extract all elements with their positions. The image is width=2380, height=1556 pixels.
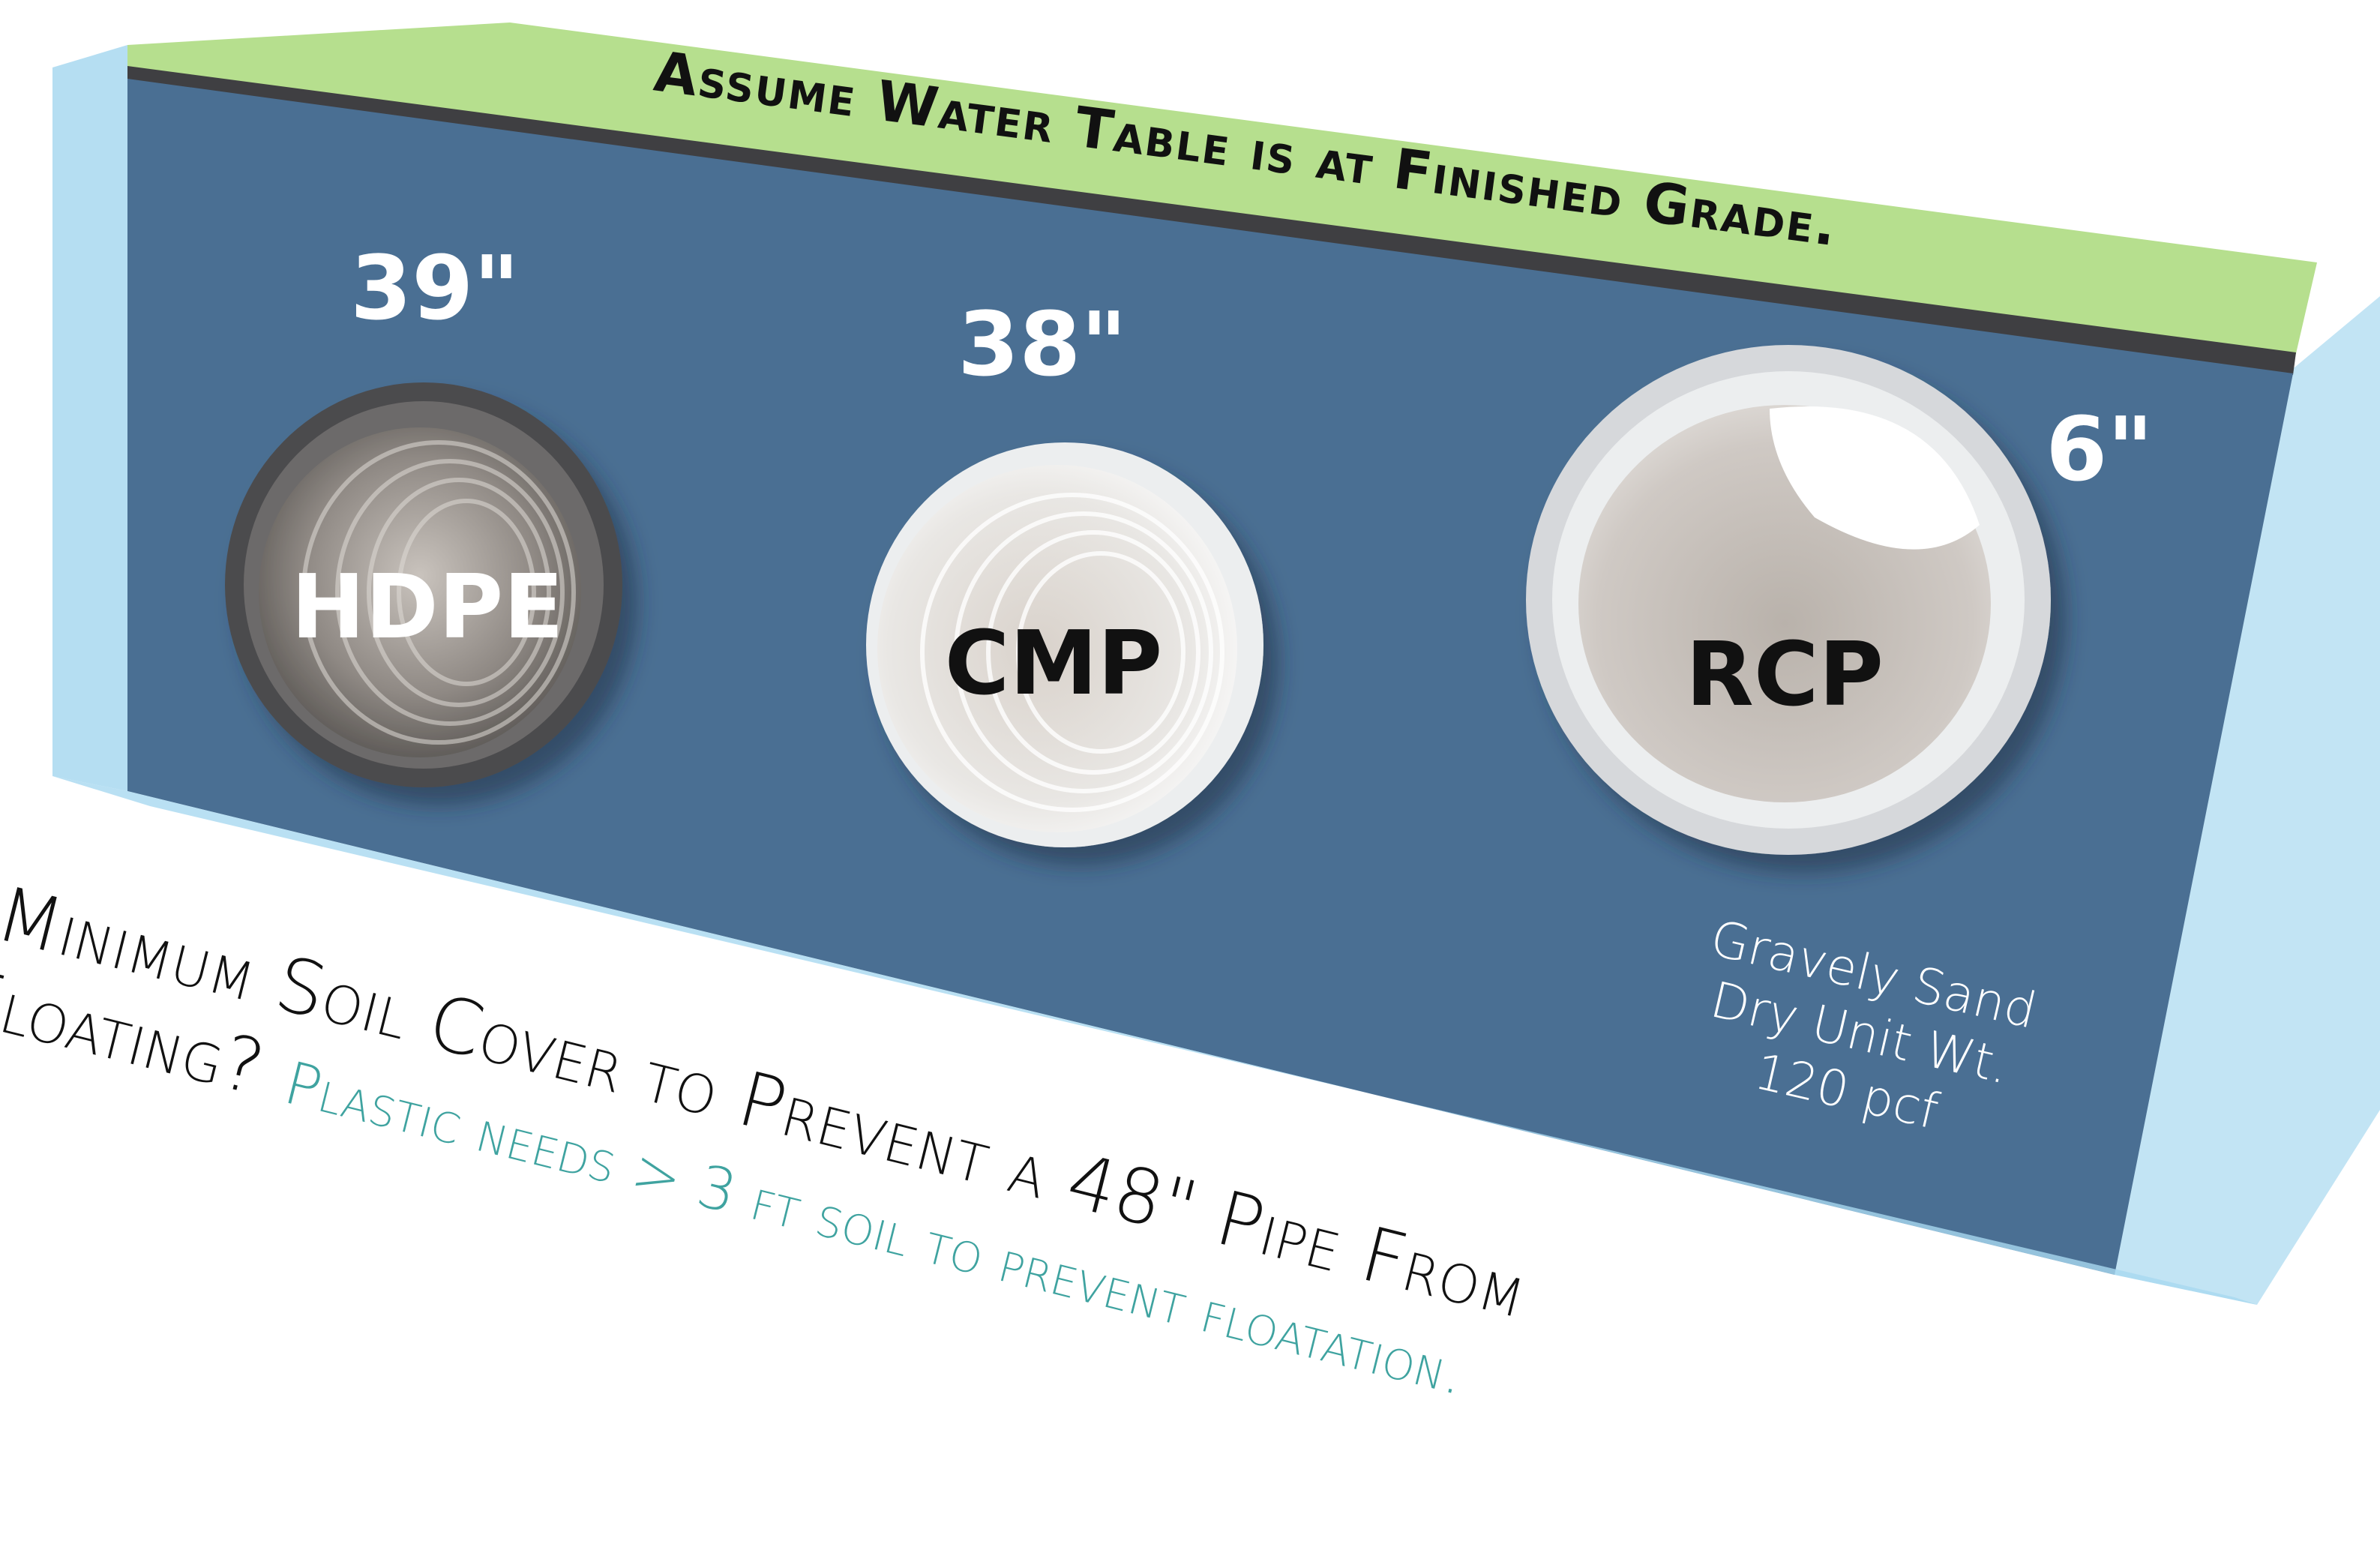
finished-grade-strip — [127, 22, 2317, 360]
hdpe-pipe — [225, 382, 622, 787]
rcp-pipe — [1526, 345, 2051, 855]
finished-grade-edge — [127, 66, 2296, 375]
cmp-pipe — [866, 442, 1263, 847]
hdpe-label: HDPE — [291, 555, 564, 658]
rcp-cover-value: 6" — [2046, 397, 2154, 501]
water-front-face — [52, 776, 2257, 1305]
rcp-label: RCP — [1686, 622, 1884, 726]
hdpe-cover-value: 39" — [350, 236, 520, 340]
water-left-face — [52, 45, 127, 791]
cmp-cover-value: 38" — [958, 292, 1127, 396]
cmp-label: CMP — [945, 611, 1163, 715]
